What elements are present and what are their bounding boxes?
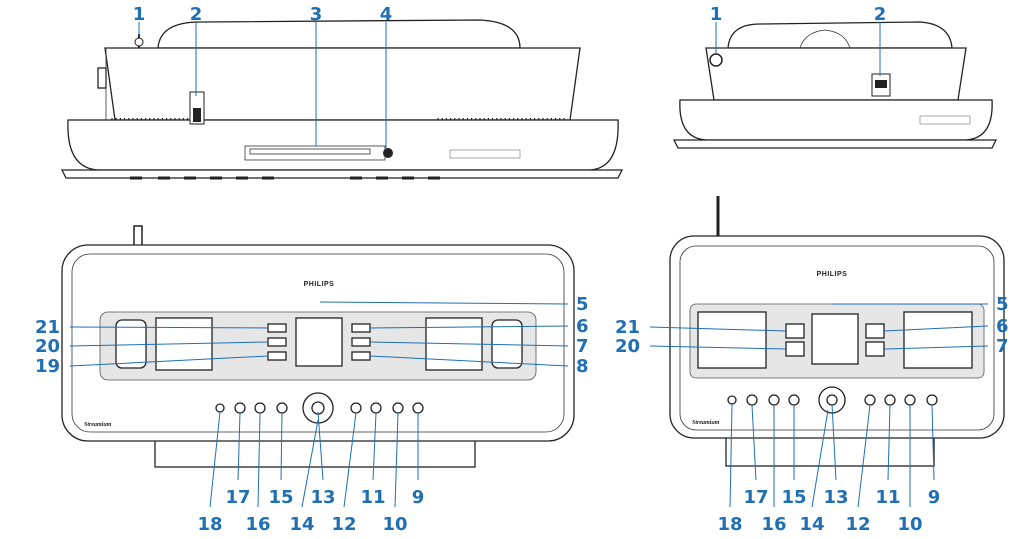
front-large-label-16: 16 bbox=[245, 514, 270, 535]
front-button bbox=[234, 402, 246, 414]
top-large-label-4: 4 bbox=[380, 4, 393, 25]
front-small-label-21: 21 bbox=[615, 317, 640, 338]
front-small-label-12: 12 bbox=[845, 514, 870, 535]
front-small-label-13: 13 bbox=[823, 487, 848, 508]
front-large-label-17: 17 bbox=[225, 487, 250, 508]
front-button bbox=[884, 394, 896, 406]
front-small-label-6: 6 bbox=[996, 316, 1009, 337]
front-small-label-14: 14 bbox=[799, 514, 824, 535]
front-large-label-10: 10 bbox=[382, 514, 407, 535]
front-small-label-15: 15 bbox=[781, 487, 806, 508]
front-small-label-20: 20 bbox=[615, 336, 640, 357]
front-button bbox=[370, 402, 382, 414]
streamium-logo-small: Streamium bbox=[692, 420, 720, 426]
front-button bbox=[926, 394, 938, 406]
front-large-label-20: 20 bbox=[35, 336, 60, 357]
front-large-label-12: 12 bbox=[331, 514, 356, 535]
brand-logo-large: PHILIPS bbox=[304, 281, 335, 288]
front-view-small-unit: PHILIPS Streamium bbox=[669, 196, 1005, 467]
front-button bbox=[768, 394, 780, 406]
front-small-label-16: 16 bbox=[761, 514, 786, 535]
front-button bbox=[788, 394, 800, 406]
front-large-label-8: 8 bbox=[576, 356, 589, 377]
brand-logo-small: PHILIPS bbox=[817, 271, 848, 278]
front-large-label-11: 11 bbox=[360, 487, 385, 508]
streamium-logo-large: Streamium bbox=[84, 422, 112, 428]
front-large-label-14: 14 bbox=[289, 514, 314, 535]
front-small-label-7: 7 bbox=[996, 336, 1009, 357]
front-button bbox=[254, 402, 266, 414]
front-button bbox=[746, 394, 758, 406]
front-small-label-11: 11 bbox=[875, 487, 900, 508]
front-button bbox=[904, 394, 916, 406]
top-large-label-2: 2 bbox=[190, 4, 203, 25]
top-view-large-unit bbox=[60, 19, 624, 180]
callout-numbers: 1 2 3 4 1 2 5212019678181716151413121110… bbox=[35, 4, 1009, 535]
front-large-label-9: 9 bbox=[412, 487, 425, 508]
top-large-label-1: 1 bbox=[133, 4, 146, 25]
front-large-label-15: 15 bbox=[268, 487, 293, 508]
front-small-label-17: 17 bbox=[743, 487, 768, 508]
front-button bbox=[864, 394, 876, 406]
front-button bbox=[276, 402, 288, 414]
top-large-label-3: 3 bbox=[310, 4, 323, 25]
callout-leader-lines bbox=[69, 22, 989, 508]
front-small-label-5: 5 bbox=[996, 294, 1009, 315]
front-large-label-6: 6 bbox=[576, 316, 589, 337]
front-large-label-21: 21 bbox=[35, 317, 60, 338]
front-small-label-9: 9 bbox=[928, 487, 941, 508]
front-large-label-13: 13 bbox=[310, 487, 335, 508]
front-small-label-18: 18 bbox=[717, 514, 742, 535]
top-small-label-1: 1 bbox=[710, 4, 723, 25]
front-button bbox=[350, 402, 362, 414]
front-view-large-unit: PHILIPS Streamium bbox=[61, 225, 575, 468]
front-large-label-7: 7 bbox=[576, 336, 589, 357]
front-button bbox=[392, 402, 404, 414]
front-large-label-18: 18 bbox=[197, 514, 222, 535]
top-view-small-unit bbox=[672, 21, 998, 149]
top-small-label-2: 2 bbox=[874, 4, 887, 25]
front-button bbox=[412, 402, 424, 414]
front-large-label-5: 5 bbox=[576, 294, 589, 315]
front-large-label-19: 19 bbox=[35, 356, 60, 377]
front-small-label-10: 10 bbox=[897, 514, 922, 535]
